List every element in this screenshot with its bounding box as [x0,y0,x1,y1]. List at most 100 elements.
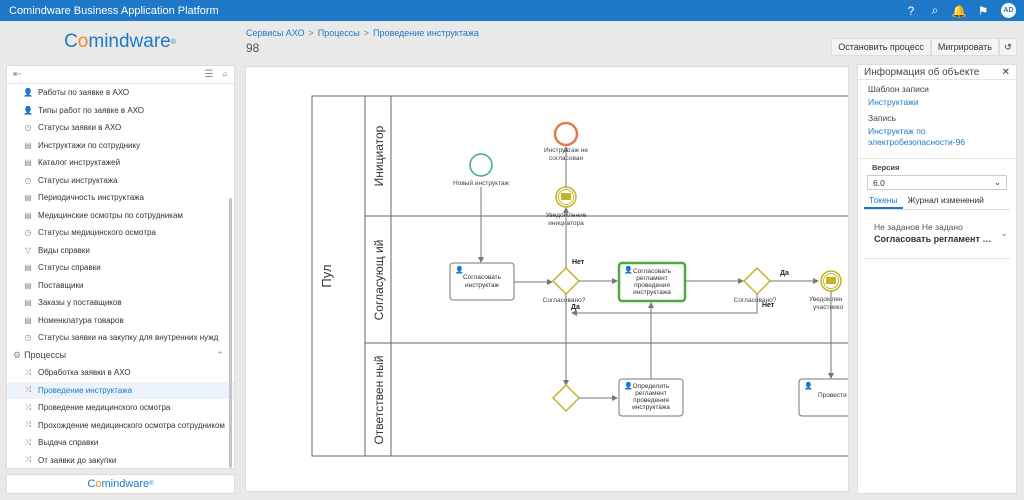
template-label: Шаблон записи [868,84,929,94]
list-icon[interactable]: ☰ [204,69,214,80]
version-value: 6.0 [873,177,885,188]
process-icon: ⤨ [24,402,32,412]
gateway-approved-1[interactable] [551,266,581,296]
search-icon[interactable]: ⌕ [222,69,228,80]
sidebar-group-processes[interactable]: ⚙Процессы⌃ [7,347,234,365]
sidebar-process-item[interactable]: ⤨ Выдача справки [7,434,234,452]
sidebar-item-label: Инструктажи по сотруднику [38,140,141,150]
sidebar-item[interactable]: ▤Периодичность инструктажа [7,189,234,207]
task-label: Определить [633,383,670,390]
sidebar-item-label: Виды справки [38,245,90,255]
process-icon: ⤨ [24,420,32,430]
tab-change-log[interactable]: Журнал изменений [907,195,984,205]
status-icon: ◷ [24,175,32,185]
sidebar-item-label: Медицинские осмотры по сотрудникам [38,210,183,220]
sidebar-item-label: Типы работ по заявке в АХО [38,105,145,115]
logo-mark: ® [170,38,176,46]
version-select[interactable]: 6.0 ⌄ [867,175,1007,190]
gateway-merge[interactable] [551,383,581,413]
search-icon[interactable]: ⌕ [931,3,939,17]
sidebar-item[interactable]: ▽Виды справки [7,242,234,260]
task-label: проведения [633,397,669,404]
sidebar-item-label: Поставщики [38,280,84,290]
sidebar-item-label: Выдача справки [38,438,99,448]
help-icon[interactable]: ? [907,3,915,18]
lane-label-approving: Согласующ ий [372,240,386,321]
collapse-icon[interactable]: ⇤ [13,69,22,80]
sidebar-item-label: Статусы медицинского осмотра [38,228,156,238]
breadcrumb-separator: > [308,28,314,38]
task-label: Согласовать [633,268,672,275]
token-task: Согласовать регламент проведения инструк… [874,234,994,244]
close-icon[interactable]: ✕ [1001,66,1010,78]
process-icon: ⤨ [24,455,32,465]
version-label: Версия [872,163,900,172]
breadcrumb-item[interactable]: Процессы [317,28,360,38]
tab-tokens[interactable]: Токены [864,193,903,209]
sidebar-process-item[interactable]: ⤨Прохождение медицинского осмотра сотруд… [7,417,234,435]
migrate-button[interactable]: Мигрировать [930,38,999,56]
sidebar-item[interactable]: ▤ Поставщики [7,277,234,295]
app-title: Comindware Business Application Platform [9,4,219,17]
document-icon: ▤ [24,263,32,273]
start-event-label: Новый инструктаж [453,179,510,187]
task-label: Согласовать [463,274,502,281]
sidebar-process-item[interactable]: ⤨ От заявки до закупки [7,452,234,470]
task-approve-regulation[interactable] [617,261,687,303]
process-diagram-canvas[interactable]: Пул Инициатор Согласующ ий Ответствен ны… [245,66,849,492]
sidebar-item-label: Периодичность инструктажа [38,193,144,203]
logo-part: C [87,478,96,490]
sidebar-item-label: От заявки до закупки [38,455,117,465]
breadcrumb-item[interactable]: Проведение инструктажа [373,28,479,38]
document-icon: ▤ [24,280,32,290]
sidebar-item[interactable]: ▤ Статусы справки [7,259,234,277]
flag-icon[interactable]: ⚑ [977,3,989,18]
gateway-approved-2[interactable] [742,266,772,296]
pool-frame [311,95,848,457]
sidebar-item[interactable]: 👤 Типы работ по заявке в АХО [7,102,234,120]
person-icon: 👤 [23,105,33,115]
record-link[interactable]: Инструктаж по электробезопасности-96 [868,126,966,147]
sidebar-process-item[interactable]: ⤨Обработка заявки в АХО [7,364,234,382]
bell-icon[interactable]: 🔔 [951,3,967,18]
status-icon: ◷ [24,333,32,343]
person-icon: 👤 [23,88,33,98]
task-label: инструктажа [632,404,670,411]
flow-label-yes: Да [780,270,789,277]
sidebar-item-label: Статусы заявки в АХО [38,123,122,133]
breadcrumb-separator: > [363,28,370,38]
breadcrumb-item[interactable]: Сервисы АХО [246,28,305,38]
avatar[interactable]: AD [1001,3,1016,18]
sidebar-item[interactable]: ◷Статусы инструктажа [7,172,234,190]
token-card[interactable]: Не заданов Не задано Согласовать регламе… [864,218,1010,250]
group-label: Процессы [24,349,67,360]
sidebar-item[interactable]: 👤Работы по заявке в АХО [7,84,234,102]
sidebar-item[interactable]: ◷Статусы медицинского осмотра [7,224,234,242]
stop-process-button[interactable]: Остановить процесс [831,38,931,56]
top-bar: Comindware Business Application Platform… [0,0,1024,21]
history-icon[interactable]: ↺ [999,38,1017,56]
template-link[interactable]: Инструктажи [868,97,919,107]
task-conduct[interactable] [798,378,849,417]
process-icon: ⤨ [24,367,32,377]
start-event[interactable] [469,153,493,177]
sidebar-item[interactable]: ▤Номенклатура товаров [7,312,234,330]
sidebar-item[interactable]: ▤Каталог инструктажей [7,154,234,172]
process-icon: ⤨ [24,437,32,447]
sidebar-process-item[interactable]: ⤨Проведение инструктажа [7,381,234,399]
end-event[interactable] [553,121,579,147]
lane-label-initiator: Инициатор [372,125,386,186]
sidebar-list: 👤Работы по заявке в АХО👤Типы работ по за… [7,84,234,469]
breadcrumb: Сервисы АХО > Процессы > Проведение инст… [246,28,479,38]
sidebar-item[interactable]: ▤Медицинские осмотры по сотрудникам [7,207,234,225]
sidebar-item[interactable]: ▤Заказы у поставщиков [7,294,234,312]
sidebar-item[interactable]: ▤Инструктажи по сотруднику [7,137,234,155]
sidebar-item-label: Статусы справки [38,263,101,273]
sidebar-item[interactable]: ◷Статусы заявки в АХО [7,119,234,137]
pool-label: Пул [319,264,334,287]
scrollbar[interactable] [229,198,232,468]
sidebar-process-item[interactable]: ⤨Проведение медицинского осмотра [7,399,234,417]
logo-mark: ® [149,481,154,487]
sidebar-item[interactable]: ◷Статусы заявки на закупку для внутренни… [7,329,234,347]
